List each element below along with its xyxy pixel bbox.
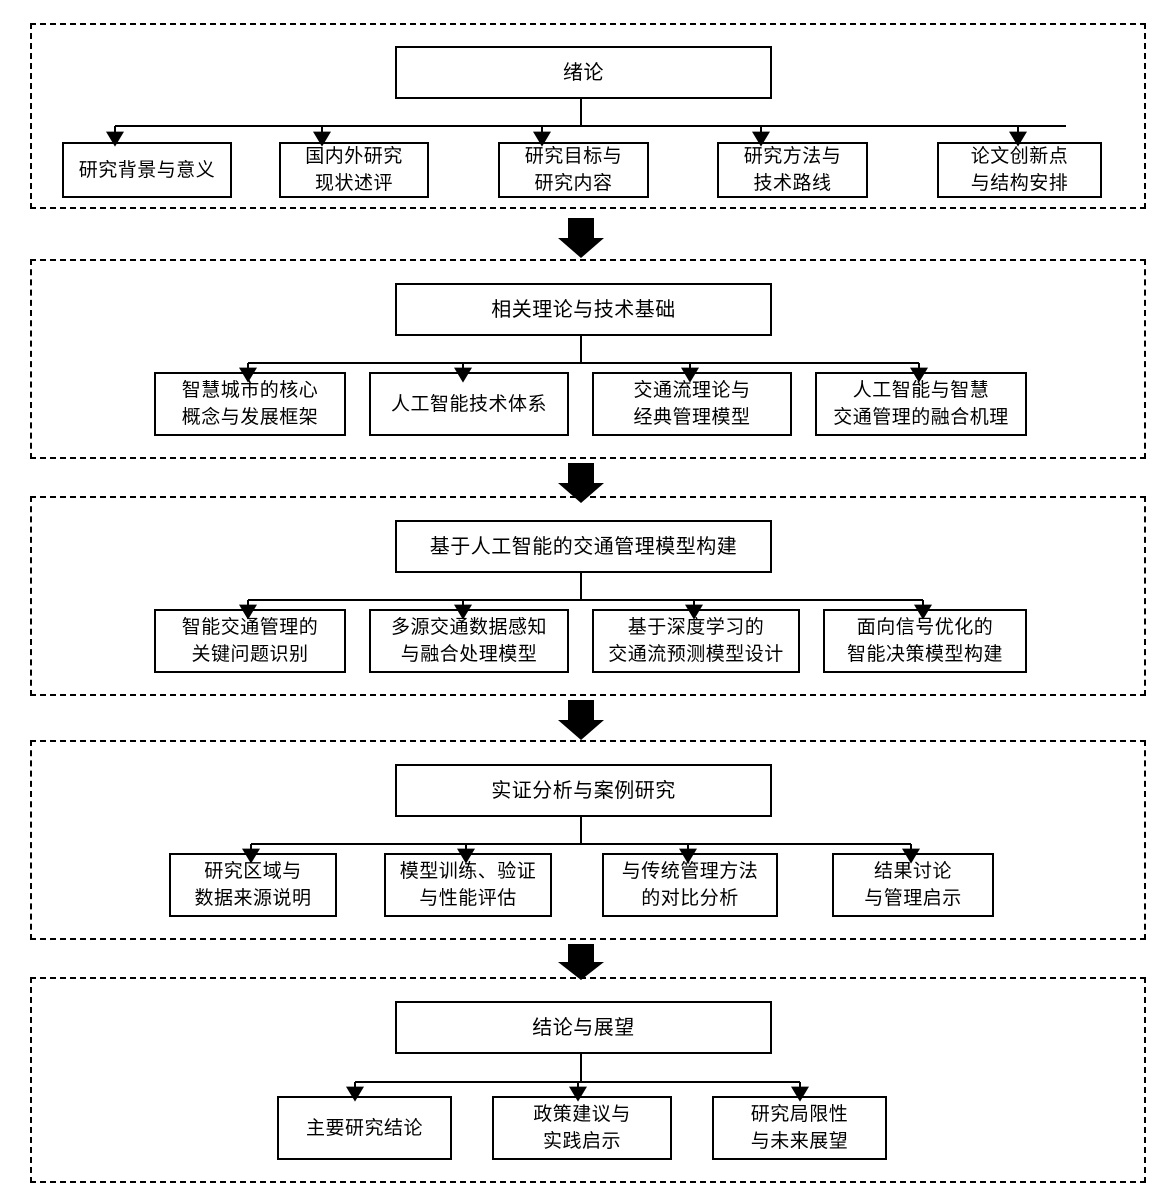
section-chapter-2: 相关理论与技术基础 智慧城市的核心 概念与发展框架 人工智能技术体系 交通流理论…: [30, 259, 1146, 459]
section-arrow-4-to-5: [558, 944, 604, 980]
child-node-chapter-1-0[interactable]: 研究背景与意义: [62, 142, 232, 198]
child-node-label: 面向信号优化的 智能决策模型构建: [846, 616, 1003, 665]
child-node-chapter-1-3[interactable]: 研究方法与 技术路线: [717, 142, 868, 198]
child-node-label: 研究目标与 研究内容: [524, 145, 623, 194]
child-node-chapter-5-0[interactable]: 主要研究结论: [277, 1096, 452, 1160]
child-node-label: 人工智能与智慧 交通管理的融合机理: [833, 379, 1009, 428]
parent-node-chapter-1[interactable]: 绪论: [395, 46, 772, 99]
child-node-chapter-4-3[interactable]: 结果讨论 与管理启示: [832, 853, 994, 917]
child-node-label: 主要研究结论: [305, 1116, 423, 1139]
child-node-chapter-2-1[interactable]: 人工智能技术体系: [369, 372, 569, 436]
parent-node-chapter-4[interactable]: 实证分析与案例研究: [395, 764, 772, 817]
section-arrow-1-to-2: [558, 218, 604, 258]
section-chapter-3: 基于人工智能的交通管理模型构建 智能交通管理的 关键问题识别 多源交通数据感知 …: [30, 496, 1146, 696]
section-arrow-3-to-4: [558, 700, 604, 740]
child-node-label: 研究背景与意义: [78, 158, 216, 181]
parent-node-chapter-3[interactable]: 基于人工智能的交通管理模型构建: [395, 520, 772, 573]
parent-node-chapter-5[interactable]: 结论与展望: [395, 1001, 772, 1054]
child-node-label: 与传统管理方法 的对比分析: [621, 860, 759, 909]
child-node-chapter-1-2[interactable]: 研究目标与 研究内容: [498, 142, 649, 198]
parent-node-label: 实证分析与案例研究: [491, 778, 676, 803]
child-node-label: 国内外研究 现状述评: [305, 145, 403, 194]
child-node-chapter-1-1[interactable]: 国内外研究 现状述评: [279, 142, 429, 198]
child-node-label: 政策建议与 实践启示: [533, 1103, 631, 1152]
child-node-chapter-2-2[interactable]: 交通流理论与 经典管理模型: [592, 372, 792, 436]
child-node-label: 交通流理论与 经典管理模型: [633, 379, 751, 428]
child-node-chapter-5-2[interactable]: 研究局限性 与未来展望: [712, 1096, 887, 1160]
child-node-chapter-3-1[interactable]: 多源交通数据感知 与融合处理模型: [369, 609, 569, 673]
child-node-chapter-3-3[interactable]: 面向信号优化的 智能决策模型构建: [823, 609, 1027, 673]
child-node-chapter-4-0[interactable]: 研究区域与 数据来源说明: [169, 853, 337, 917]
child-node-label: 多源交通数据感知 与融合处理模型: [390, 616, 547, 665]
section-chapter-4: 实证分析与案例研究 研究区域与 数据来源说明 模型训练、验证 与性能评估 与传统…: [30, 740, 1146, 940]
child-node-label: 基于深度学习的 交通流预测模型设计: [608, 616, 784, 665]
parent-node-label: 相关理论与技术基础: [491, 297, 676, 322]
child-node-label: 智能交通管理的 关键问题识别: [181, 616, 319, 665]
child-node-chapter-5-1[interactable]: 政策建议与 实践启示: [492, 1096, 672, 1160]
child-node-chapter-1-4[interactable]: 论文创新点 与结构安排: [937, 142, 1102, 198]
child-node-label: 人工智能技术体系: [390, 392, 547, 415]
child-node-label: 研究方法与 技术路线: [743, 145, 842, 194]
child-node-chapter-3-2[interactable]: 基于深度学习的 交通流预测模型设计: [592, 609, 800, 673]
section-chapter-1: 绪论 研究背景与意义 国内外研究 现状述评 研究目标与 研究内容 研究方法与 技…: [30, 23, 1146, 209]
child-node-label: 模型训练、验证 与性能评估: [399, 860, 537, 909]
section-chapter-5: 结论与展望 主要研究结论 政策建议与 实践启示 研究局限性 与未来展望: [30, 977, 1146, 1183]
parent-node-chapter-2[interactable]: 相关理论与技术基础: [395, 283, 772, 336]
child-node-chapter-2-0[interactable]: 智慧城市的核心 概念与发展框架: [154, 372, 346, 436]
child-node-chapter-4-2[interactable]: 与传统管理方法 的对比分析: [602, 853, 778, 917]
child-node-label: 论文创新点 与结构安排: [970, 145, 1069, 194]
parent-node-label: 基于人工智能的交通管理模型构建: [429, 534, 738, 559]
parent-node-label: 结论与展望: [532, 1015, 635, 1040]
child-node-label: 研究局限性 与未来展望: [750, 1103, 849, 1152]
child-node-chapter-3-0[interactable]: 智能交通管理的 关键问题识别: [154, 609, 346, 673]
child-node-label: 结果讨论 与管理启示: [864, 860, 962, 909]
parent-node-label: 绪论: [563, 60, 604, 85]
child-node-label: 智慧城市的核心 概念与发展框架: [181, 379, 319, 428]
child-node-label: 研究区域与 数据来源说明: [194, 860, 312, 909]
child-node-chapter-2-3[interactable]: 人工智能与智慧 交通管理的融合机理: [815, 372, 1027, 436]
child-node-chapter-4-1[interactable]: 模型训练、验证 与性能评估: [384, 853, 552, 917]
